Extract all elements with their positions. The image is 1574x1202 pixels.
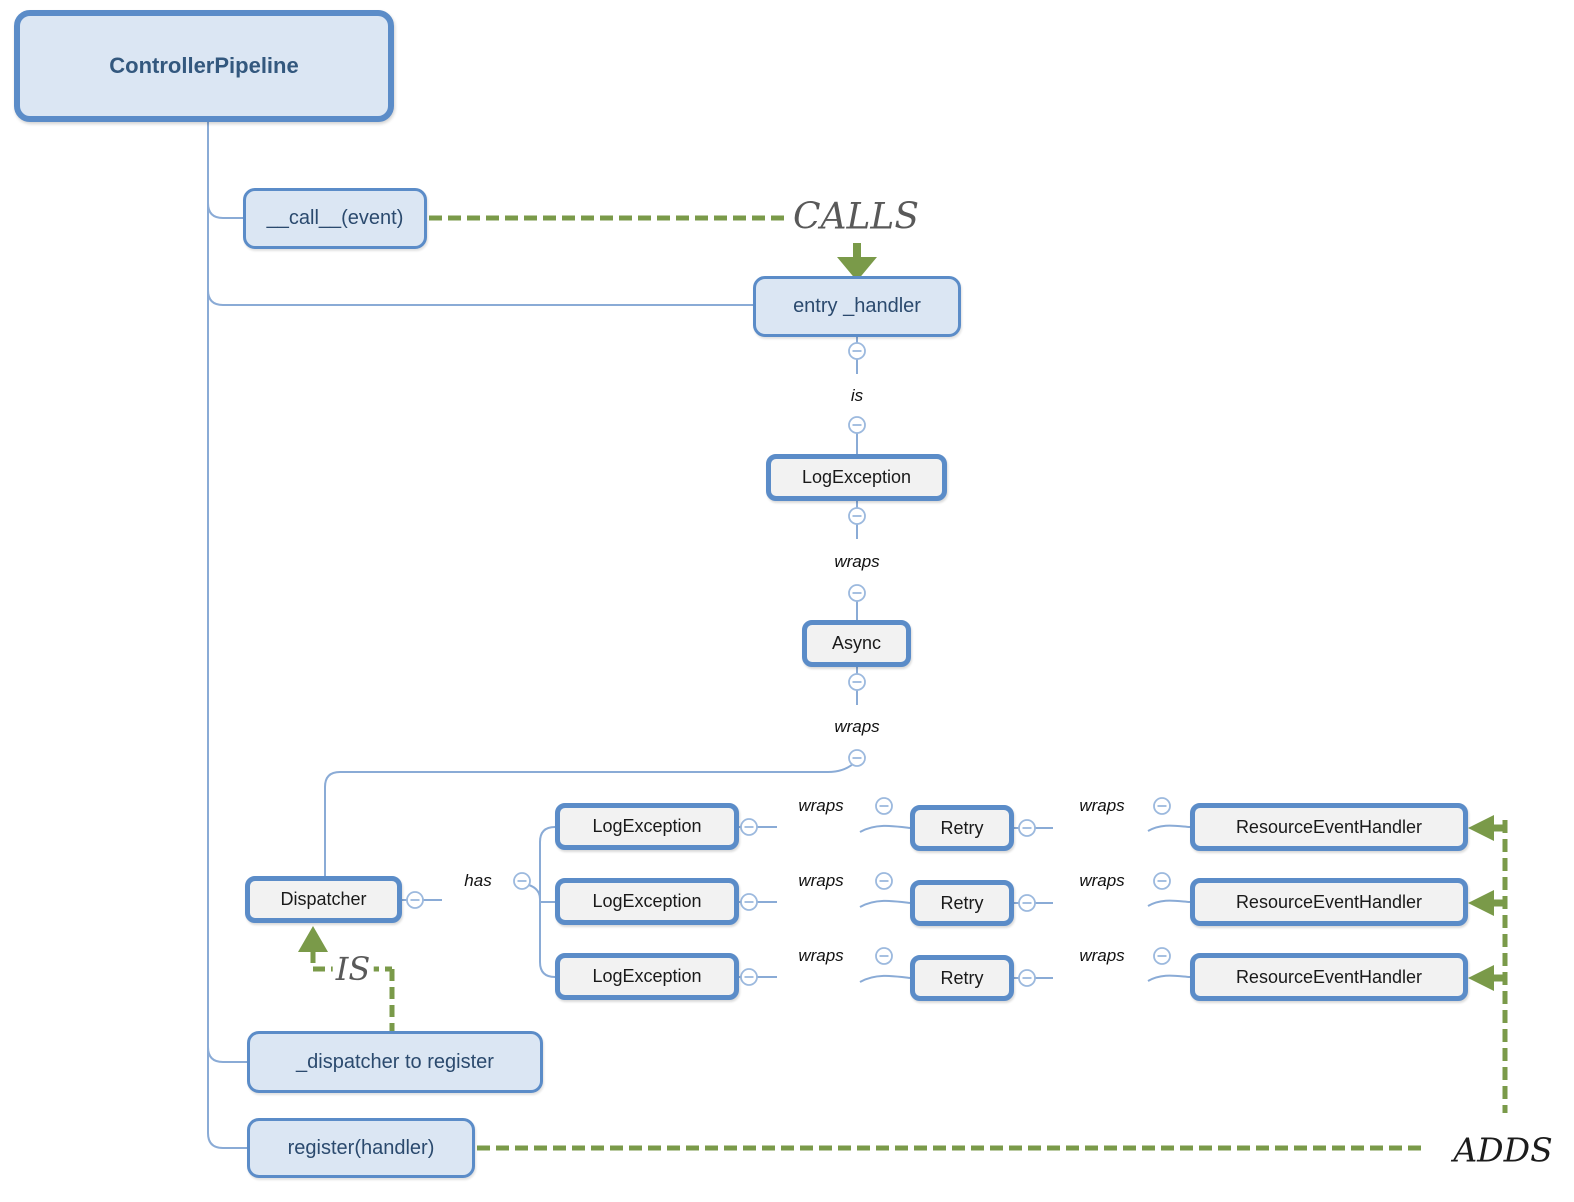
node-call-method[interactable]: __call__(event) [243,188,427,249]
collapse-toggle[interactable] [848,584,866,602]
edge-label-adds: ADDS [1453,1130,1553,1170]
relation-label-wraps: wraps [1079,946,1125,965]
wraps-to-handler-connector [1147,824,1191,832]
node-resource-event-handler-row2[interactable]: ResourceEventHandler [1190,878,1468,926]
collapse-toggle[interactable] [513,872,531,890]
collapse-toggle[interactable] [875,797,893,815]
relation-label-wraps: wraps [798,946,844,965]
wraps-to-handler-connector [1147,974,1191,982]
node-controller-pipeline[interactable]: ControllerPipeline [14,10,394,122]
relation-label-is: is [850,386,864,405]
collapse-toggle[interactable] [1153,872,1171,890]
node-dispatcher-field[interactable]: _dispatcher to register [247,1031,543,1093]
wraps-to-retry-connector [859,824,911,833]
collapse-toggles [406,342,1171,987]
node-register-method[interactable]: register(handler) [247,1118,475,1178]
trunk-to-dispatcher-field-connector [207,1046,247,1063]
node-log-exception-row1[interactable]: LogException [555,803,739,850]
node-async[interactable]: Async [802,620,911,667]
collapse-toggle[interactable] [848,749,866,767]
node-resource-event-handler-row1[interactable]: ResourceEventHandler [1190,803,1468,851]
collapse-toggle[interactable] [848,673,866,691]
collapse-toggle[interactable] [740,818,758,836]
collapse-toggle[interactable] [1153,947,1171,965]
collapse-toggle[interactable] [740,968,758,986]
collapse-toggle[interactable] [875,872,893,890]
node-retry-row3[interactable]: Retry [910,955,1014,1001]
relation-label-wraps: wraps [798,796,844,815]
node-log-exception-row3[interactable]: LogException [555,953,739,1000]
has-branch-connector [539,826,556,978]
is-arrow-head [298,926,328,952]
collapse-toggle[interactable] [406,891,424,909]
node-log-exception-entry[interactable]: LogException [766,454,947,501]
calls-arrow-head [837,257,877,281]
collapse-toggle[interactable] [1153,797,1171,815]
wraps-to-retry-connector [859,899,911,908]
edge-label-calls: CALLS [792,196,920,238]
collapse-toggle[interactable] [848,507,866,525]
collapse-toggle[interactable] [740,893,758,911]
adds-arrow-head [1468,965,1494,991]
adds-arrow-head [1468,890,1494,916]
trunk-to-register-connector [207,122,247,1149]
collapse-toggle[interactable] [875,947,893,965]
relationship-edges [298,215,1508,1151]
collapse-toggle[interactable] [1018,894,1036,912]
trunk-to-entry-handler-connector [207,289,753,306]
node-log-exception-row2[interactable]: LogException [555,878,739,925]
collapse-toggle[interactable] [1018,969,1036,987]
edge-label-is: IS [332,950,374,988]
node-retry-row2[interactable]: Retry [910,880,1014,926]
async-to-dispatcher-connector [324,763,854,876]
node-resource-event-handler-row3[interactable]: ResourceEventHandler [1190,953,1468,1001]
relation-label-wraps: wraps [798,871,844,890]
collapse-toggle[interactable] [848,342,866,360]
trunk-to-call-connector [207,202,243,219]
collapse-toggle[interactable] [1018,819,1036,837]
has-branch-connector [528,884,541,900]
wraps-to-retry-connector [859,974,911,983]
relation-label-has: has [464,871,492,890]
wraps-to-handler-connector [1147,899,1191,907]
relation-label-wraps: wraps [834,717,880,736]
node-entry-handler[interactable]: entry _handler [753,276,961,337]
node-dispatcher[interactable]: Dispatcher [245,876,402,923]
adds-arrow-head [1468,815,1494,841]
node-retry-row1[interactable]: Retry [910,805,1014,851]
collapse-toggle[interactable] [848,416,866,434]
relation-label-wraps: wraps [834,552,880,571]
relation-label-wraps: wraps [1079,796,1125,815]
relation-label-wraps: wraps [1079,871,1125,890]
